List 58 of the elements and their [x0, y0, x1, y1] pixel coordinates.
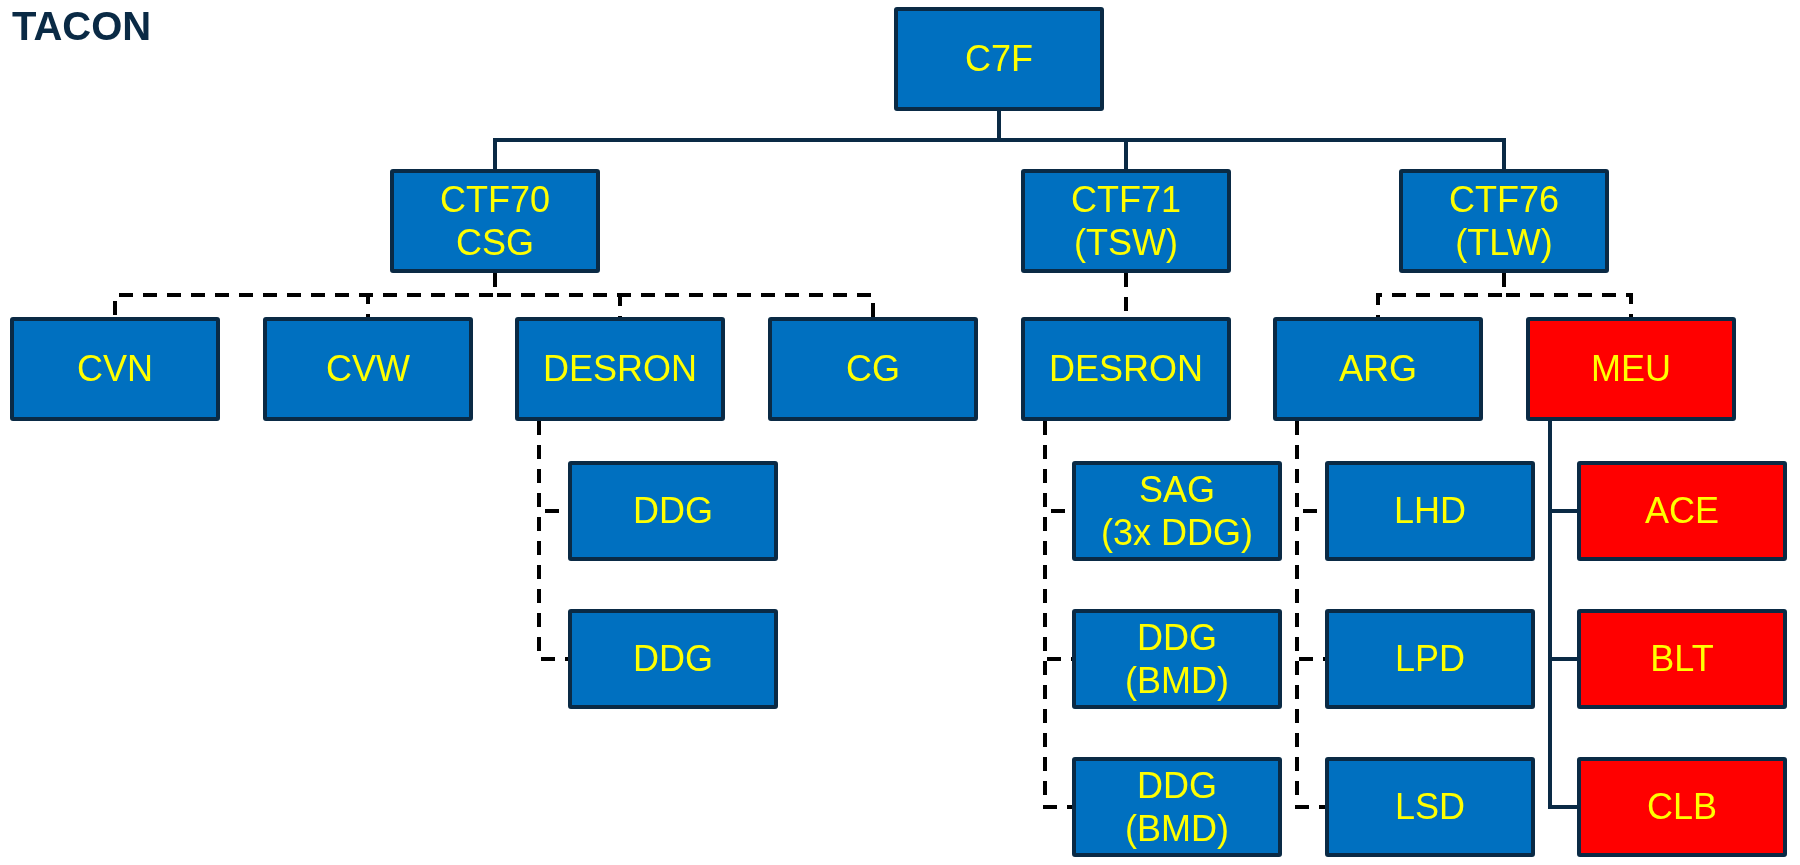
org-box [1021, 317, 1231, 421]
org-box [1577, 609, 1787, 709]
unit-label: DESRON [543, 347, 697, 391]
org-box [1072, 757, 1282, 857]
connector-line [1295, 421, 1325, 809]
unit-label: CG [846, 347, 900, 391]
org-box [1072, 461, 1282, 561]
unit-label: CVW [326, 347, 410, 391]
org-box [894, 7, 1104, 111]
org-box [263, 317, 473, 421]
connector-line [537, 421, 568, 661]
unit-label: LPD [1395, 637, 1465, 681]
unit-label: (TSW) [1074, 221, 1178, 265]
unit-label: CLB [1647, 785, 1717, 829]
unit-label: (BMD) [1125, 807, 1229, 851]
org-box [568, 609, 778, 709]
unit-label: CSG [456, 221, 534, 265]
unit-label: (TLW) [1455, 221, 1553, 265]
connector-line [997, 111, 1506, 169]
org-box [1072, 609, 1282, 709]
org-box [1577, 461, 1787, 561]
unit-label: SAG [1139, 467, 1215, 511]
unit-label: CTF76 [1449, 177, 1559, 221]
unit-label: DDG [1137, 763, 1217, 807]
connector-line [1502, 273, 1633, 317]
unit-label: (BMD) [1125, 659, 1229, 703]
org-box [1325, 461, 1535, 561]
org-box [1399, 169, 1609, 273]
connector-line [493, 273, 875, 317]
unit-label: CTF70 [440, 177, 550, 221]
unit-label: DDG [633, 489, 713, 533]
org-box [1325, 757, 1535, 857]
unit-label: DDG [633, 637, 713, 681]
unit-label: LHD [1394, 489, 1466, 533]
org-box [568, 461, 778, 561]
org-box [1526, 317, 1736, 421]
org-box [1273, 317, 1483, 421]
unit-label: DDG [1137, 615, 1217, 659]
unit-label: C7F [965, 37, 1033, 81]
unit-label: CTF71 [1071, 177, 1181, 221]
diagram-title: TACON [12, 4, 152, 49]
org-box [768, 317, 978, 421]
unit-label: (3x DDG) [1101, 511, 1253, 555]
unit-label: DESRON [1049, 347, 1203, 391]
unit-label: BLT [1650, 637, 1714, 681]
org-box [515, 317, 725, 421]
unit-label: MEU [1591, 347, 1671, 391]
org-box [1325, 609, 1535, 709]
connector-line [1043, 421, 1072, 809]
org-box [390, 169, 600, 273]
org-box [10, 317, 220, 421]
unit-label: ARG [1339, 347, 1417, 391]
org-box [1577, 757, 1787, 857]
org-box [1021, 169, 1231, 273]
connector-line [1548, 421, 1577, 809]
unit-label: CVN [77, 347, 153, 391]
unit-label: ACE [1645, 489, 1719, 533]
unit-label: LSD [1395, 785, 1465, 829]
